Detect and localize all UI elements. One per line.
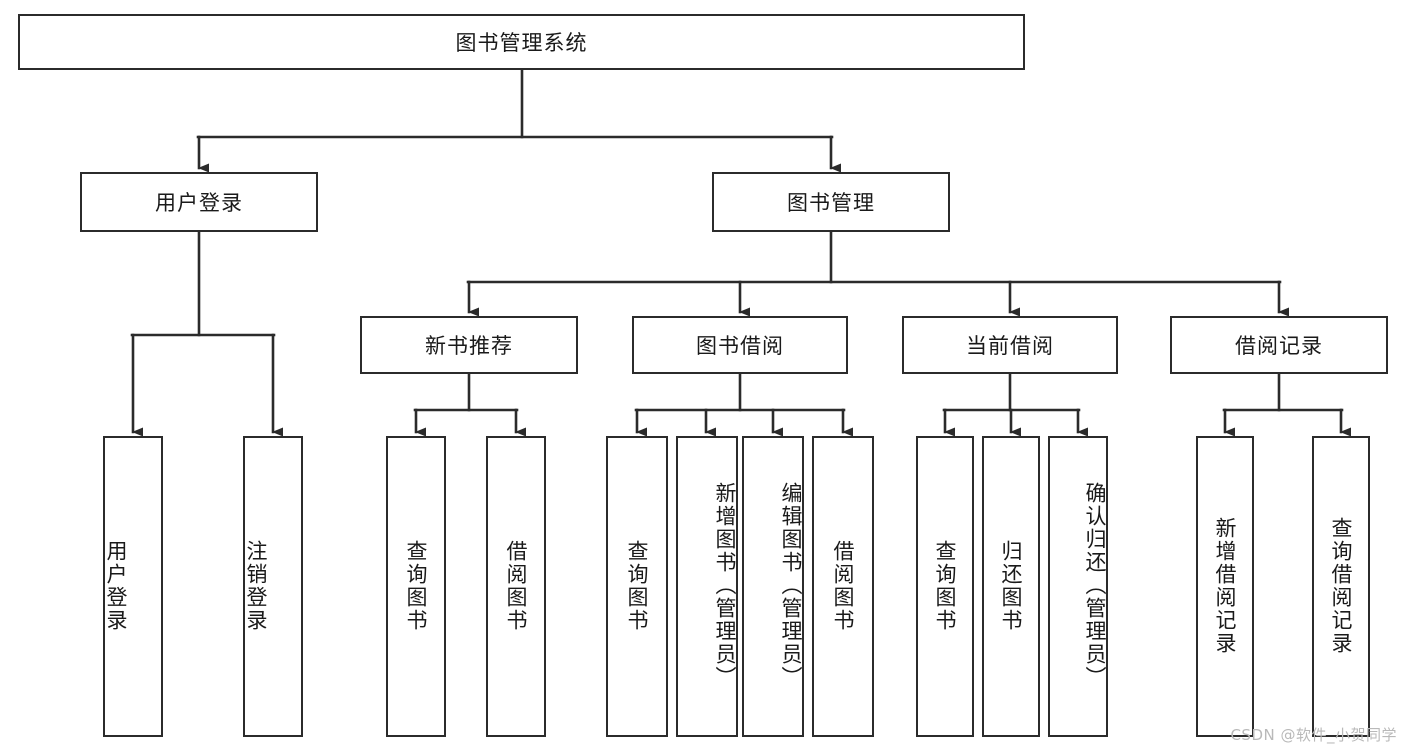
node-user-login[interactable]: 用户登录 xyxy=(80,172,318,232)
leaf-borrow-book-recommend[interactable]: 借阅图书 xyxy=(486,436,546,737)
leaf-edit-book[interactable]: 编辑图书（管理员） xyxy=(742,436,804,737)
leaf-logout-label: 注销登录 xyxy=(244,539,269,632)
node-book-management-label: 图书管理 xyxy=(787,191,875,215)
leaf-logout[interactable]: 注销登录 xyxy=(243,436,303,737)
leaf-query-book-borrow-label: 查询图书 xyxy=(625,539,650,632)
node-root[interactable]: 图书管理系统 xyxy=(18,14,1025,70)
node-current-borrow-label: 当前借阅 xyxy=(966,334,1054,358)
leaf-query-borrow-record[interactable]: 查询借阅记录 xyxy=(1312,436,1370,737)
node-borrow-record[interactable]: 借阅记录 xyxy=(1170,316,1388,374)
leaf-add-borrow-record[interactable]: 新增借阅记录 xyxy=(1196,436,1254,737)
node-current-borrow[interactable]: 当前借阅 xyxy=(902,316,1118,374)
leaf-borrow-book-label: 借阅图书 xyxy=(831,539,856,632)
node-new-book-recommend[interactable]: 新书推荐 xyxy=(360,316,578,374)
leaf-query-book-recommend-label: 查询图书 xyxy=(404,539,429,632)
leaf-add-book-label: 新增图书（管理员） xyxy=(713,482,737,689)
leaf-confirm-return-label: 确认归还（管理员） xyxy=(1083,482,1107,689)
leaf-query-book-current-label: 查询图书 xyxy=(933,539,958,632)
node-root-label: 图书管理系统 xyxy=(455,31,588,55)
leaf-user-login-label: 用户登录 xyxy=(104,539,129,632)
node-new-book-recommend-label: 新书推荐 xyxy=(425,334,513,358)
node-user-login-label: 用户登录 xyxy=(155,191,243,215)
node-borrow-record-label: 借阅记录 xyxy=(1235,334,1323,358)
leaf-edit-book-label: 编辑图书（管理员） xyxy=(779,482,803,689)
node-book-borrow-label: 图书借阅 xyxy=(696,334,784,358)
leaf-query-borrow-record-label: 查询借阅记录 xyxy=(1329,516,1354,655)
leaf-add-book[interactable]: 新增图书（管理员） xyxy=(676,436,738,737)
leaf-confirm-return[interactable]: 确认归还（管理员） xyxy=(1048,436,1108,737)
leaf-return-book[interactable]: 归还图书 xyxy=(982,436,1040,737)
leaf-query-book-recommend[interactable]: 查询图书 xyxy=(386,436,446,737)
leaf-borrow-book-recommend-label: 借阅图书 xyxy=(504,539,529,632)
leaf-return-book-label: 归还图书 xyxy=(999,539,1024,632)
node-book-borrow[interactable]: 图书借阅 xyxy=(632,316,848,374)
leaf-query-book-current[interactable]: 查询图书 xyxy=(916,436,974,737)
node-book-management[interactable]: 图书管理 xyxy=(712,172,950,232)
leaf-query-book-borrow[interactable]: 查询图书 xyxy=(606,436,668,737)
leaf-add-borrow-record-label: 新增借阅记录 xyxy=(1213,516,1238,655)
leaf-borrow-book[interactable]: 借阅图书 xyxy=(812,436,874,737)
leaf-user-login[interactable]: 用户登录 xyxy=(103,436,163,737)
